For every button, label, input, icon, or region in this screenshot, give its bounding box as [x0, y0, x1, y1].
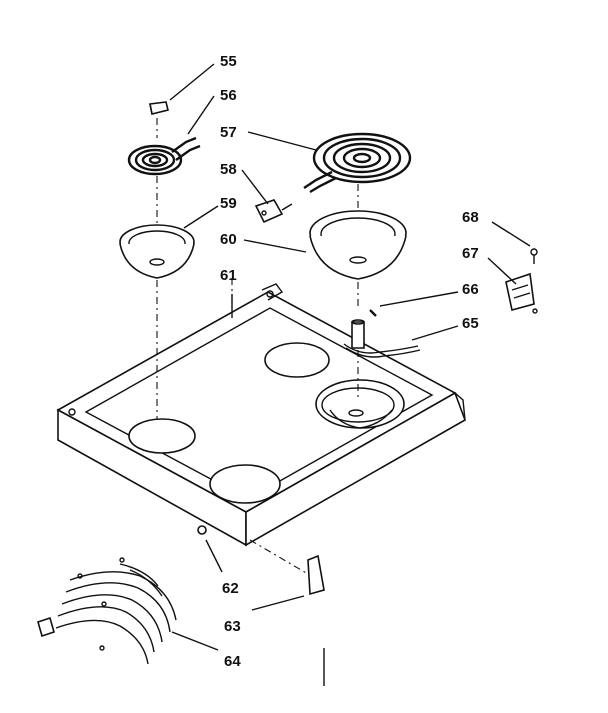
leader-arrows	[169, 63, 531, 651]
large-surface-element	[303, 132, 412, 194]
callout-67: 67	[462, 245, 479, 262]
callout-58: 58	[220, 161, 237, 178]
callout-59: 59	[220, 195, 237, 212]
callout-66: 66	[462, 281, 479, 298]
callout-63: 63	[224, 618, 241, 635]
cooktop-frame	[56, 283, 466, 547]
callout-56: 56	[220, 87, 237, 104]
callout-57: 57	[220, 124, 237, 141]
pivot-shaft	[343, 319, 421, 358]
clip	[307, 554, 325, 596]
callout-62: 62	[222, 580, 239, 597]
small-drip-bowl	[119, 224, 195, 279]
callout-labels: 55 56 57 58 59 60 61 62 63 64 65 66 67 6…	[220, 53, 479, 670]
callout-60: 60	[220, 231, 237, 248]
knob-part	[149, 101, 169, 115]
large-drip-bowl	[309, 210, 407, 280]
screw-small	[369, 309, 377, 317]
callout-61: 61	[220, 267, 237, 284]
mounting-bracket	[505, 272, 538, 314]
screw-62	[197, 525, 207, 535]
terminal-receptacle	[254, 199, 293, 224]
wiring-harness	[37, 557, 177, 665]
alignment-lines	[156, 118, 359, 686]
callout-65: 65	[462, 315, 479, 332]
callout-55: 55	[220, 53, 237, 70]
callout-64: 64	[224, 653, 241, 670]
callout-68: 68	[462, 209, 479, 226]
screw	[530, 248, 538, 264]
small-surface-element	[127, 136, 201, 176]
